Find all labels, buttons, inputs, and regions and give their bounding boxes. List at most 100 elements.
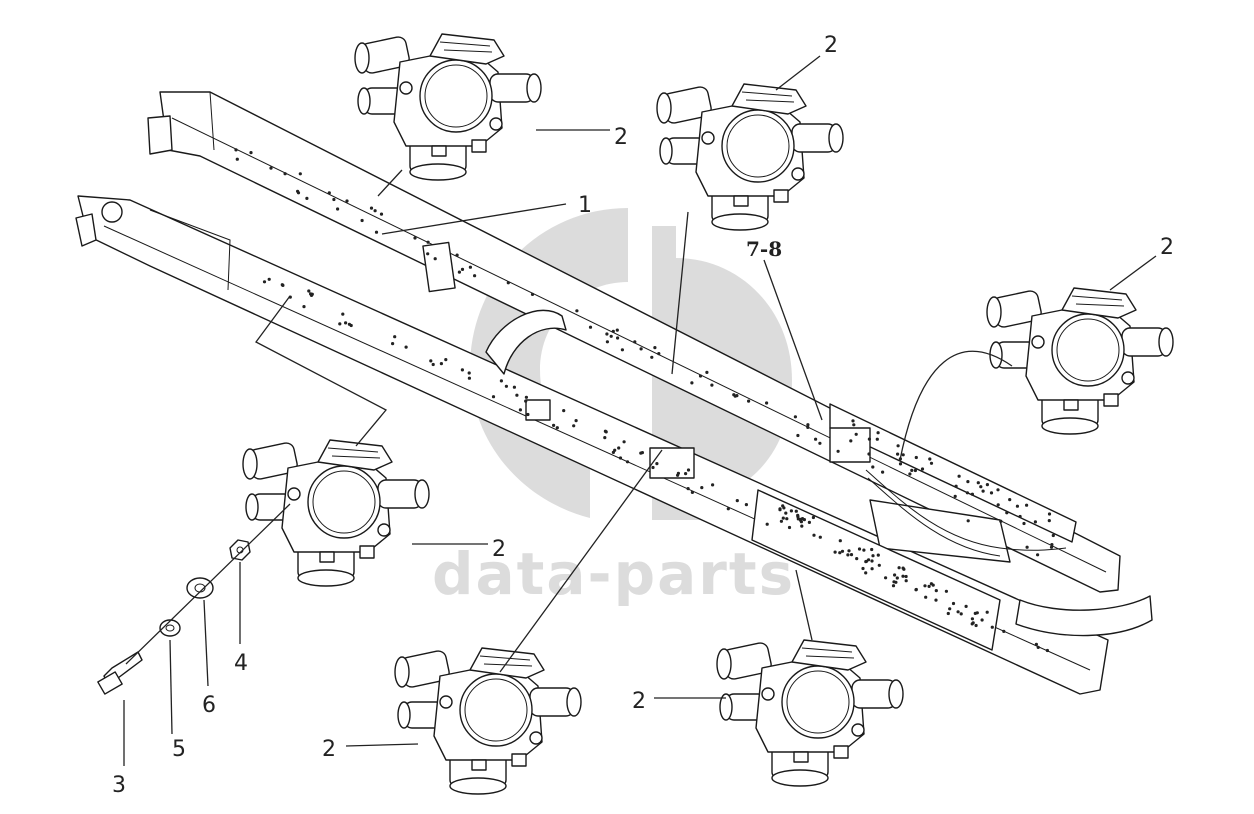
rivet-hole <box>975 611 979 615</box>
rivet-hole <box>870 547 874 552</box>
rivet-hole <box>575 309 579 313</box>
relay-valve-bottom-left <box>394 647 582 795</box>
rivet-hole <box>799 518 803 522</box>
rivet-hole <box>778 507 782 511</box>
rivet-hole <box>686 468 691 472</box>
rivet-hole <box>910 468 914 472</box>
rivet-hole <box>794 509 798 513</box>
rivet-hole <box>781 504 785 508</box>
rivet-hole <box>1022 521 1026 526</box>
rivet-hole <box>814 437 818 441</box>
rivet-hole <box>491 395 496 399</box>
callout-2-bottom-right: 2 <box>632 689 646 714</box>
rivet-hole <box>711 483 715 487</box>
rivet-hole <box>836 449 840 453</box>
rivet-hole <box>653 346 657 350</box>
bracket-c <box>829 427 871 463</box>
rivet-hole <box>785 517 789 521</box>
washer-large <box>186 577 214 599</box>
rivet-hole <box>267 277 271 281</box>
rivet-hole <box>710 383 714 387</box>
rivet-hole <box>1034 642 1038 647</box>
rivet-hole <box>605 332 609 336</box>
rivet-hole <box>618 456 623 460</box>
rivet-hole <box>639 451 643 455</box>
chassis-frame <box>75 91 1153 695</box>
rivet-hole <box>1050 543 1054 547</box>
rivet-hole <box>789 509 794 513</box>
rivet-hole <box>800 524 804 528</box>
rivet-hole <box>914 587 918 592</box>
leader-lines <box>123 55 1157 766</box>
rivet-hole <box>812 533 816 537</box>
rivet-hole <box>439 362 443 366</box>
cross-member-2 <box>869 499 1011 563</box>
watermark-text: data-parts <box>432 540 795 608</box>
rivet-hole <box>951 601 956 606</box>
rivet-hole <box>735 499 739 503</box>
rivet-hole <box>280 283 284 287</box>
rivet-hole <box>876 431 880 435</box>
rivet-hole <box>336 207 340 211</box>
bracket-a <box>422 241 456 293</box>
rivet-hole <box>765 522 769 526</box>
rivet-hole <box>901 566 905 570</box>
rivet-hole <box>526 412 530 417</box>
rivet-hole <box>913 468 918 473</box>
rivet-hole <box>931 583 935 587</box>
rivet-hole <box>857 547 862 551</box>
rivet-hole <box>426 240 430 244</box>
relay-valve-bottom-right <box>716 639 904 787</box>
rivet-hole <box>684 472 688 476</box>
rivet-hole <box>524 395 529 399</box>
callout-2-right: 2 <box>1160 235 1174 260</box>
cross-member-3 <box>1015 595 1153 637</box>
rivet-hole <box>444 358 448 362</box>
rivet-hole <box>838 539 842 543</box>
rivet-hole <box>854 432 858 436</box>
rivet-hole <box>989 491 994 495</box>
rivet-hole <box>1008 498 1012 502</box>
rivet-hole <box>876 553 880 557</box>
rivet-hole <box>515 393 519 397</box>
rivet-hole <box>855 557 859 561</box>
rivet-hole <box>864 560 868 564</box>
callout-7-8: 7-8 <box>746 237 782 261</box>
callout-2-left: 2 <box>492 537 506 562</box>
rivet-hole <box>946 611 950 616</box>
cross-member-1 <box>485 309 567 375</box>
rivet-hole <box>310 292 314 296</box>
rivet-hole <box>530 292 535 296</box>
rivet-hole <box>884 576 888 580</box>
rivet-hole <box>657 352 661 356</box>
rivet-hole <box>338 322 342 326</box>
rivet-hole <box>625 460 630 464</box>
rivet-hole <box>871 554 875 558</box>
rivet-hole <box>572 424 576 428</box>
rivet-hole <box>379 212 384 216</box>
rivet-hole <box>928 457 932 461</box>
rivet-hole <box>1025 545 1029 549</box>
upper-frame-rail <box>159 91 1121 593</box>
rivet-hole <box>504 384 508 388</box>
rivet-hole <box>639 347 643 351</box>
rivet-hole <box>327 191 331 195</box>
relay-valve-right <box>986 287 1174 435</box>
rivet-hole <box>1036 553 1040 557</box>
rivet-hole <box>875 437 879 441</box>
callout-6: 6 <box>202 693 216 718</box>
rivet-hole <box>996 488 1000 492</box>
rivet-hole <box>1047 519 1051 523</box>
rivet-hole <box>345 199 349 203</box>
rivet-hole <box>861 566 865 571</box>
rivet-hole <box>914 455 918 460</box>
nut <box>229 539 251 561</box>
rivet-hole <box>985 483 990 487</box>
rivet-hole <box>779 519 784 523</box>
rivet-hole <box>499 379 503 383</box>
relay-valve-top-right <box>656 83 844 231</box>
rivet-hole <box>283 172 287 176</box>
rivet-hole <box>552 423 556 427</box>
rivet-hole <box>796 517 800 521</box>
rivet-hole <box>877 563 881 567</box>
